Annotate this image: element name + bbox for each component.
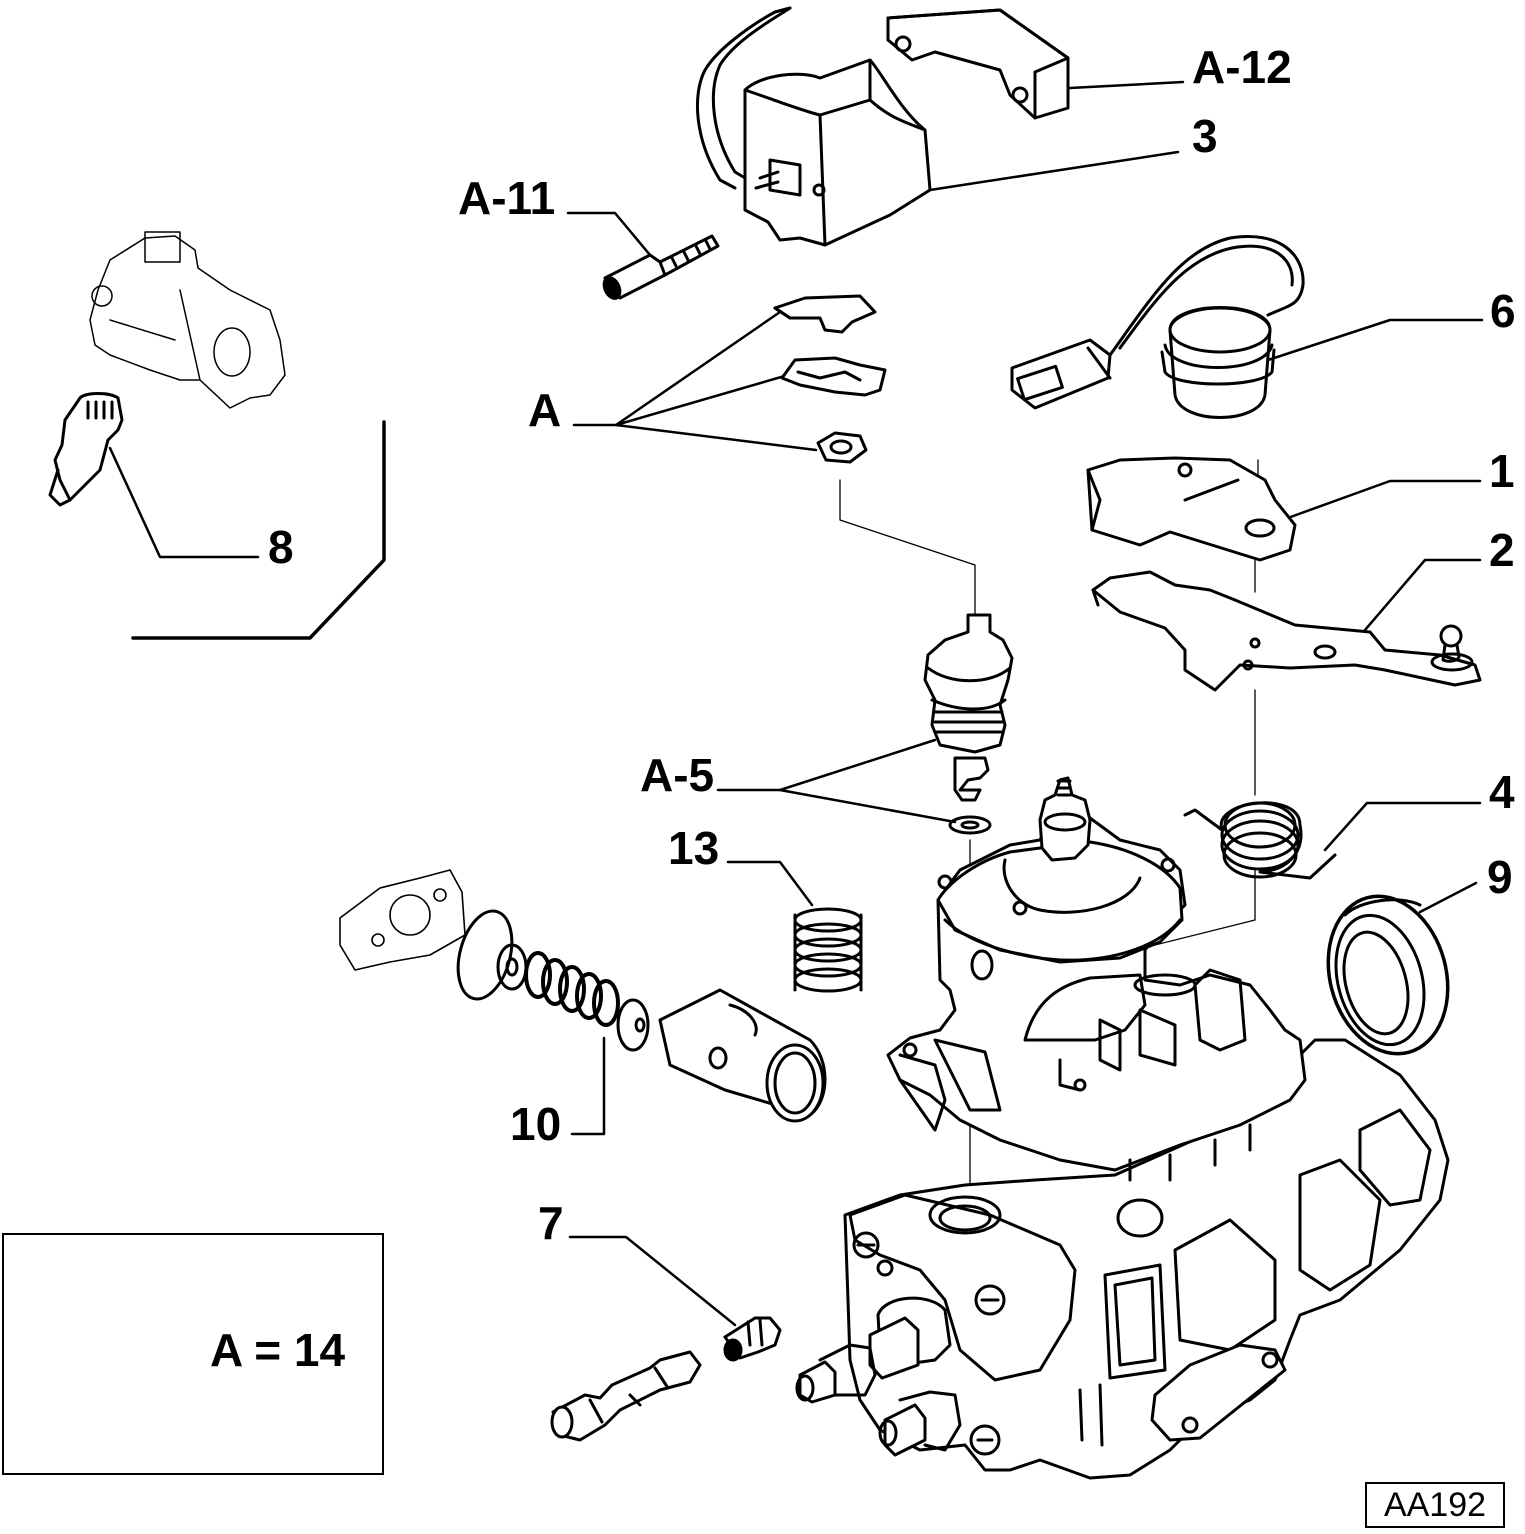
label-part-13: 13 [668, 822, 720, 874]
injection-pump-body [795, 776, 1450, 1480]
label-part-1: 1 [1489, 445, 1515, 497]
label-a: A [528, 384, 562, 436]
label-part-4: 4 [1489, 766, 1515, 818]
lever-part-2 [1091, 570, 1482, 692]
fitting-part [550, 1350, 702, 1442]
lever-plate-part-1 [1086, 456, 1297, 562]
coil-spring-part-13 [793, 907, 863, 993]
leader-lines [108, 80, 1484, 1327]
label-part-3: 3 [1192, 110, 1218, 162]
label-part-6: 6 [1490, 285, 1516, 337]
label-part-2: 2 [1489, 524, 1515, 576]
assembly-guide-lines [839, 459, 1259, 1211]
section-bracket [131, 420, 386, 640]
kit-legend-text: A = 14 [210, 1324, 346, 1376]
label-part-9: 9 [1487, 851, 1513, 903]
label-a11: A-11 [458, 172, 556, 224]
screw-part-a11 [602, 234, 720, 300]
pressure-switch-part-8 [48, 231, 286, 507]
reference-code: AA192 [1365, 1482, 1505, 1528]
label-a5: A-5 [640, 749, 715, 801]
oil-seal-part-9 [1326, 894, 1450, 1056]
stop-solenoid-part-a5 [923, 613, 1014, 835]
banjo-screw-part-7 [723, 1316, 782, 1362]
torsion-spring-part-4 [1183, 801, 1337, 880]
clamp-bracket-part [886, 8, 1070, 120]
advance-piston-assembly-part-10 [339, 869, 827, 1123]
solenoid-coil-part [695, 6, 932, 247]
label-part-10: 10 [510, 1098, 562, 1150]
label-part-7: 7 [538, 1197, 564, 1249]
kit-a-parts [773, 294, 887, 464]
sensor-connector-part [1010, 235, 1305, 419]
label-part-8: 8 [268, 521, 294, 573]
kit-legend-box: A = 14 [2, 1233, 384, 1475]
label-a12: A-12 [1192, 41, 1292, 93]
